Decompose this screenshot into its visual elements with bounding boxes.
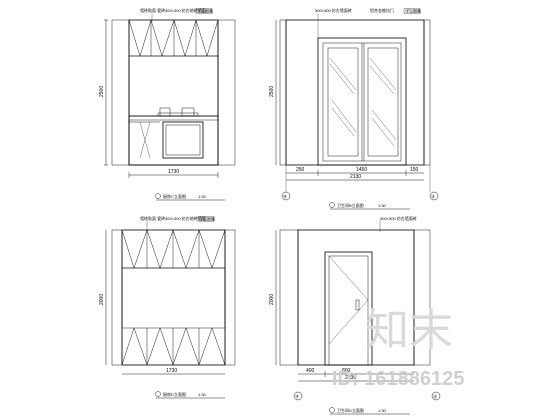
tag-left: 墙砖贴面 瓷砖 (140, 7, 165, 13)
axis-bubble-left (293, 391, 303, 401)
axis-bubble-right (431, 391, 441, 401)
watermark-brand: 知末 (365, 305, 453, 356)
glass-reflections (329, 57, 397, 147)
tag-mid: 300×300 仿古墙面砖 (380, 215, 417, 221)
seg1: 250 (296, 167, 305, 173)
lower-panels (121, 327, 226, 366)
seg2: 800 (342, 368, 351, 374)
elevation-frame (128, 19, 219, 166)
watermark: 知末 ID: 161886125 (332, 305, 464, 390)
height-dim: 2500 (99, 86, 105, 97)
backsplash-tiles (128, 55, 219, 117)
tag-mid: 铝合金推拉门 (370, 7, 394, 13)
seg2: 1450 (356, 167, 367, 173)
tag-left: 300×300 仿古墙面砖 (315, 7, 352, 13)
tag-right: 详见图集 (197, 7, 213, 13)
upper-cabinets (128, 19, 219, 57)
door-handle (355, 299, 360, 311)
elevation-frame (121, 229, 226, 366)
width-dim: 1730 (168, 169, 179, 175)
pot-right (181, 107, 195, 117)
axis-bubble-left (281, 191, 291, 201)
pot-left (159, 107, 171, 117)
left-wall-hatch (111, 19, 130, 166)
backsplash-tiles (121, 267, 226, 329)
tag-right: 详见图集 (405, 7, 421, 13)
elevation-kitchen-d: 2000 1730 墙砖贴面 瓷砖 300×300 仿古地砖墙面 详见图集 厨房… (99, 215, 236, 399)
svg-text:⑮: ⑮ (433, 393, 437, 399)
svg-text:⑭: ⑭ (283, 193, 287, 199)
oven-glass (165, 124, 201, 156)
door-swing (328, 255, 369, 345)
elevation-kitchen-c: 2500 1730 墙砖贴面 瓷砖 300×300 仿古地砖墙面 详见图集 厨房… (99, 7, 236, 201)
total: 2130 (350, 174, 361, 180)
right-wall-hatch (217, 19, 236, 166)
oven (162, 121, 204, 159)
caption: 厨房C立面图 (163, 193, 186, 199)
caption: 卫生间D立面图 (337, 407, 364, 413)
elevation-bathroom-d: 2000 400 800 2130 ⑭ ⑮ 300×300 仿古墙面砖 卫生间D… (269, 215, 441, 415)
sliding-door (317, 37, 407, 166)
wall-tiles (285, 19, 425, 166)
svg-text:⑮: ⑮ (431, 193, 435, 199)
caption: 卫生间B立面图 (337, 202, 364, 208)
total: 2130 (345, 375, 356, 381)
caption: 厨房D立面图 (163, 391, 186, 397)
width-dim: 1730 (166, 368, 177, 374)
height-dim: 2500 (269, 86, 275, 97)
height-dim: 2000 (269, 294, 275, 305)
scale: 1:30 (198, 194, 207, 199)
tag-mid: 300×300 仿古地砖墙面 (165, 215, 206, 221)
scale: 1:30 (378, 408, 387, 413)
svg-text:⑭: ⑭ (295, 393, 299, 399)
tag-right: 详见图集 (199, 215, 215, 221)
scale: 1:30 (378, 203, 387, 208)
scale: 1:30 (198, 392, 207, 397)
watermark-id: ID: 161886125 (332, 368, 464, 390)
height-dim: 2000 (99, 294, 105, 305)
seg1: 400 (306, 368, 315, 374)
tag-mid: 300×300 仿古地砖墙面 (165, 7, 206, 13)
upper-panels (121, 229, 226, 269)
axis-bubble-right (429, 191, 439, 201)
elevation-bathroom-b: 2500 250 1450 150 2130 ⑭ ⑮ 300×300 仿古墙面砖… (269, 7, 439, 210)
seg3: 150 (410, 167, 419, 173)
tag-left: 墙砖贴面 瓷砖 (140, 215, 165, 221)
